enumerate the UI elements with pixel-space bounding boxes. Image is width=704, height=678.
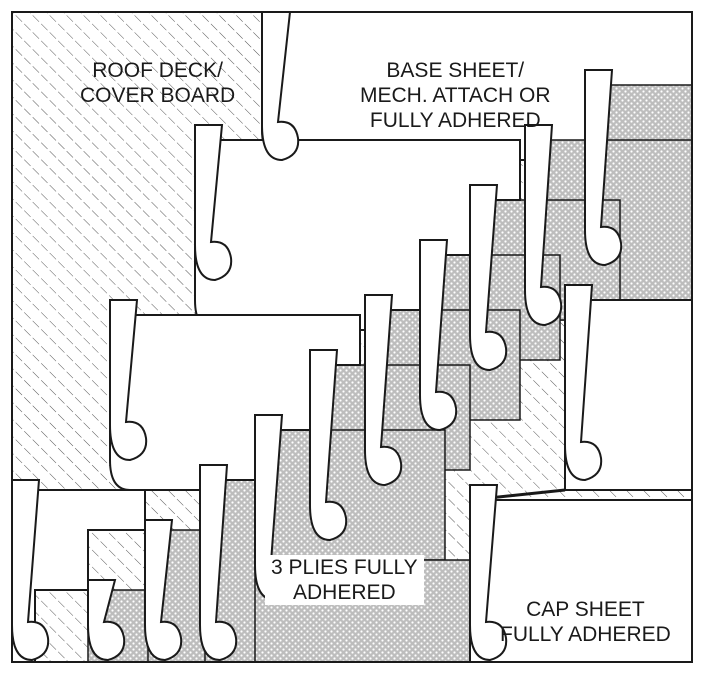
cap-sheet-label: CAP SHEET FULLY ADHERED xyxy=(500,597,671,647)
base-sheet-label: BASE SHEET/ MECH. ATTACH OR FULLY ADHERE… xyxy=(360,58,551,133)
roof-deck-label: ROOF DECK/ COVER BOARD xyxy=(80,58,235,108)
plies-label-line-1: 3 PLIES FULLY xyxy=(271,555,418,580)
plies-label: 3 PLIES FULLY ADHERED xyxy=(265,555,424,605)
roof-deck-label-line-1: ROOF DECK/ xyxy=(80,58,235,83)
roof-deck-label-line-2: COVER BOARD xyxy=(80,83,235,108)
cap-sheet-label-line-2: FULLY ADHERED xyxy=(500,622,671,647)
base-sheet-label-line-1: BASE SHEET/ xyxy=(360,58,551,83)
base-sheet-label-line-2: MECH. ATTACH OR xyxy=(360,83,551,108)
plies-label-line-2: ADHERED xyxy=(271,580,418,605)
base-sheet-label-line-3: FULLY ADHERED xyxy=(360,108,551,133)
cap-sheet-label-line-1: CAP SHEET xyxy=(500,597,671,622)
